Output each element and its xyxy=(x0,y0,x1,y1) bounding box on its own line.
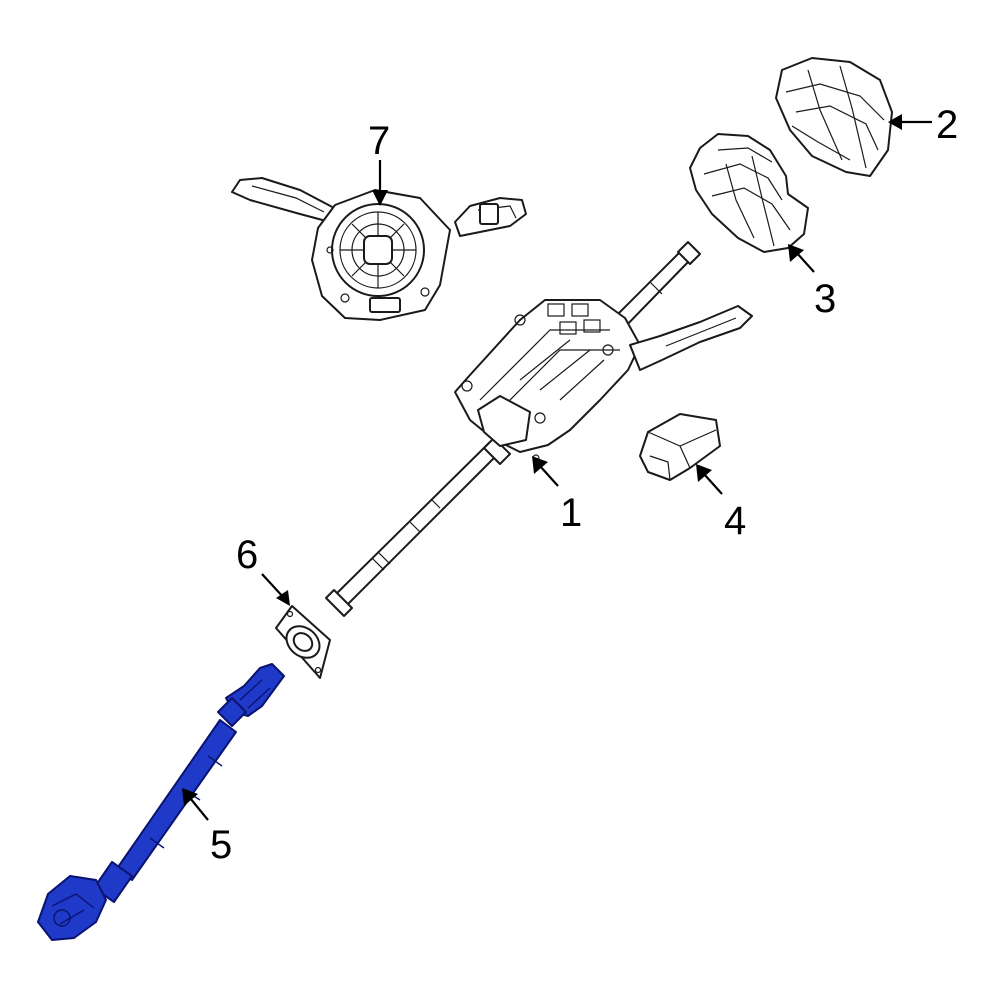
part-6-seal-plate[interactable] xyxy=(275,605,331,679)
part-5-intermediate-shaft[interactable] xyxy=(37,663,285,941)
callout-2: 2 xyxy=(936,103,958,147)
callout-5: 5 xyxy=(210,823,232,867)
part-2-column-cover[interactable] xyxy=(775,57,893,177)
callout-7: 7 xyxy=(368,119,390,163)
arrow-6 xyxy=(261,573,285,599)
callout-1: 1 xyxy=(560,491,582,535)
callout-4: 4 xyxy=(724,499,746,543)
callout-6: 6 xyxy=(236,533,258,577)
callout-labels: 1 2 3 4 5 6 7 xyxy=(210,103,958,867)
callout-arrows xyxy=(182,114,932,821)
arrow-3 xyxy=(795,251,815,273)
arrow-4 xyxy=(703,473,723,495)
part-4-module[interactable] xyxy=(639,413,721,481)
callout-3: 3 xyxy=(814,277,836,321)
part-7-combination-switch[interactable] xyxy=(231,177,527,321)
part-1-steering-column[interactable] xyxy=(325,241,753,617)
arrow-1 xyxy=(539,465,559,487)
arrow-5 xyxy=(189,797,209,821)
part-3-column-cover[interactable] xyxy=(689,133,809,253)
